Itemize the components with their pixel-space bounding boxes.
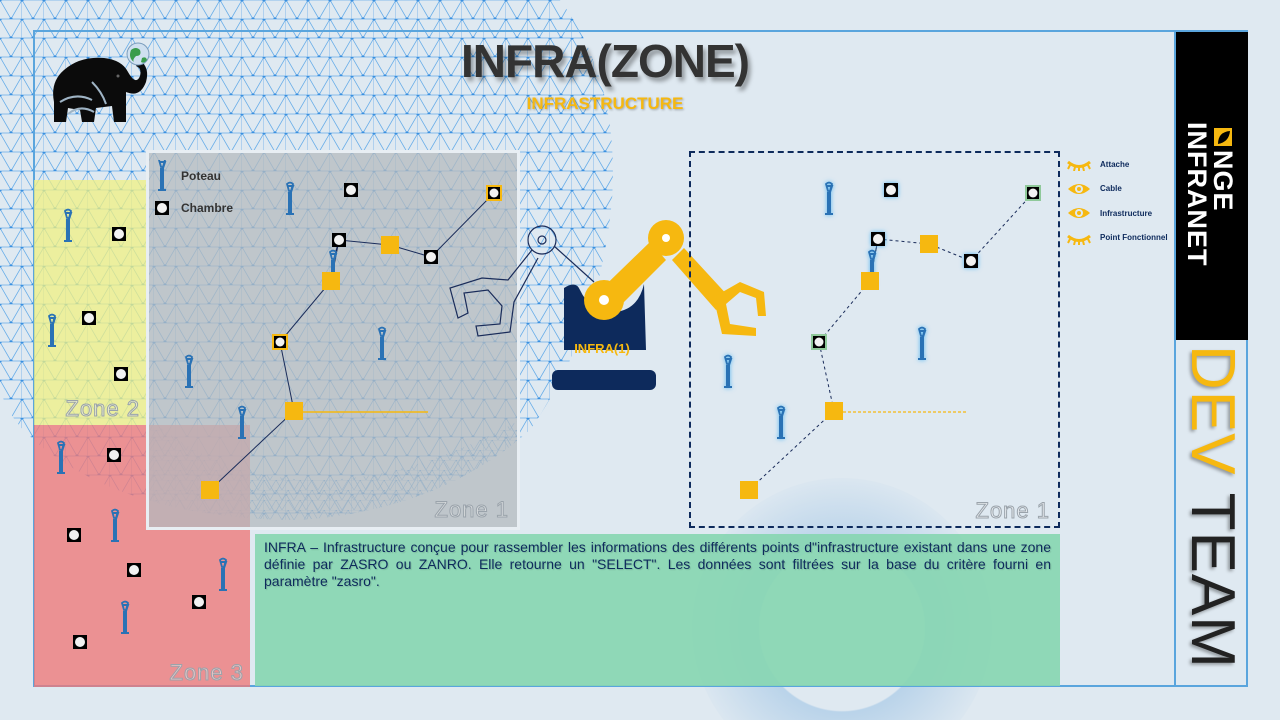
layer-toggle-point-fonctionnel[interactable]: Point Fonctionnel [1066,226,1176,251]
brand-panel [1176,32,1248,340]
robot-arm-icon [449,220,766,390]
zone-1-label: Zone 1 [434,497,509,523]
description-box: INFRA – Infrastructure conçue pour rasse… [255,534,1060,686]
zone-3-label: Zone 3 [169,660,244,686]
layer-toggle-attache[interactable]: Attache [1066,152,1176,177]
legend-chambre: Chambre [155,192,233,224]
robot-label: INFRA(1) [574,341,630,356]
layer-label-infrastructure: Infrastructure [1100,208,1153,218]
layer-toggle-cable[interactable]: Cable [1066,177,1176,202]
eye-closed-icon [1067,161,1091,172]
map-legend: Poteau Chambre [155,160,233,224]
layer-legend: Attache Cable Infrastructure Point Fonct… [1066,152,1176,250]
zone-1-result-label: Zone 1 [975,498,1050,524]
page-subtitle: INFRASTRUCTURE [526,94,684,113]
layer-label-cable: Cable [1100,184,1122,194]
layer-toggle-infrastructure[interactable]: Infrastructure [1066,201,1176,226]
legend-chambre-label: Chambre [181,201,234,215]
description-text: INFRA – Infrastructure conçue pour rasse… [264,539,1051,589]
zone-1-result-area: Zone 1 [689,151,1060,528]
zone-2-area: Zone 2 [34,180,146,425]
elephant-globe-icon [53,42,150,122]
eye-open-icon [1068,183,1090,194]
layer-label-attache: Attache [1100,159,1130,169]
side-divider [1174,30,1176,687]
legend-poteau-label: Poteau [181,169,222,183]
eye-open-icon [1068,208,1090,219]
nge-leaf-icon [1214,128,1232,146]
page-title: INFRA(ZONE) [461,35,750,87]
layer-label-point-fonctionnel: Point Fonctionnel [1100,233,1168,243]
eye-closed-icon [1067,234,1091,245]
legend-poteau: Poteau [155,160,233,192]
zone-1-area: Zone 1 [146,150,520,530]
zone-2-label: Zone 2 [65,396,140,422]
